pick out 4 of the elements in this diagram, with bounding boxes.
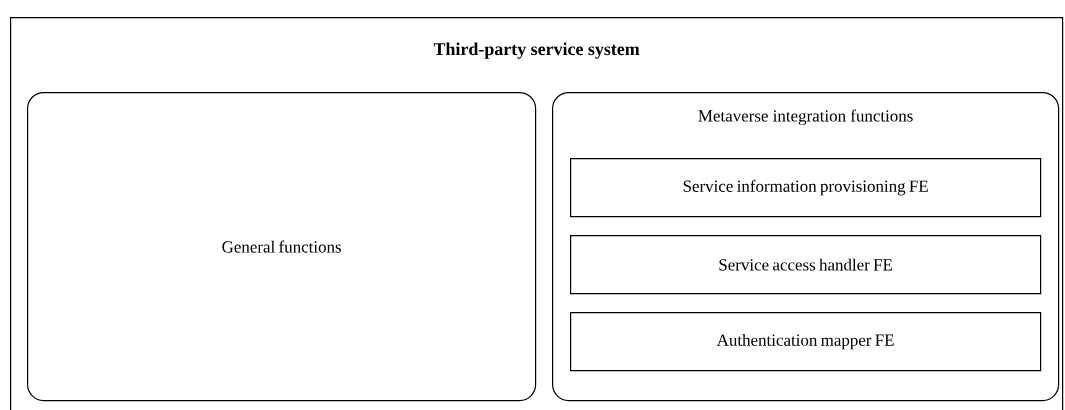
functional-entity-box: Service information provisioning FE: [570, 158, 1042, 218]
functional-entity-box: Authentication mapper FE: [570, 312, 1042, 372]
function-group-box: General functions: [27, 92, 537, 402]
functional-entity-box: Service access handler FE: [570, 235, 1042, 295]
